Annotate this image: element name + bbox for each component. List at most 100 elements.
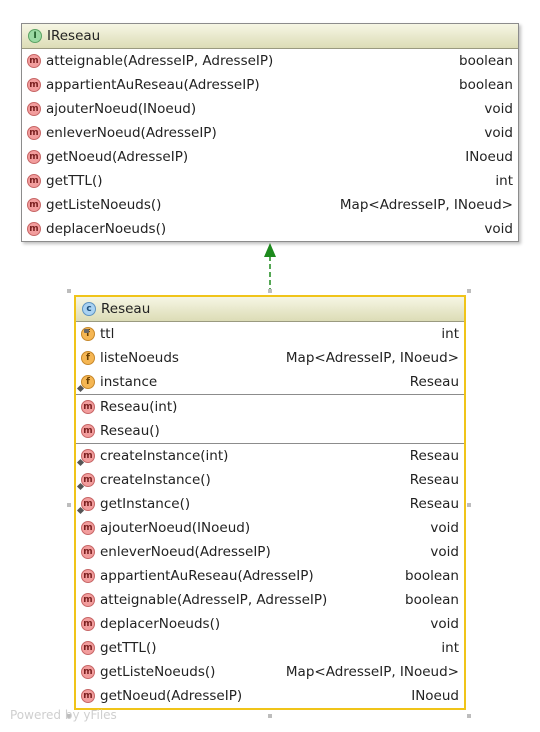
section-divider [76,443,464,444]
member-row[interactable]: m enleverNoeud(AdresseIP) void [22,121,518,145]
method-badge-icon: m [81,593,95,607]
member-row[interactable]: m appartientAuReseau(AdresseIP) boolean [22,73,518,97]
method-badge-icon: m [81,521,95,535]
member-type: Map<AdresseIP, INoeud> [285,664,459,680]
section-divider [76,394,464,395]
method-badge-icon: m [27,198,41,212]
member-name: getTTL() [100,640,157,656]
member-type: boolean [405,592,459,608]
member-row[interactable]: m deplacerNoeuds() void [22,217,518,241]
selection-handle[interactable] [467,289,471,293]
method-badge-icon: m [81,569,95,583]
member-name: enleverNoeud(AdresseIP) [100,544,271,560]
member-type: int [441,640,459,656]
member-row[interactable]: m atteignable(AdresseIP, AdresseIP) boolea… [76,588,464,612]
field-badge-icon: f [81,327,95,341]
selection-handle[interactable] [467,503,471,507]
field-badge-icon: f [81,351,95,365]
member-type: void [430,520,459,536]
member-type: INoeud [411,688,459,704]
member-row[interactable]: m enleverNoeud(AdresseIP) void [76,540,464,564]
member-row[interactable]: m Reseau(int) [76,395,464,419]
class-header[interactable]: c Reseau [76,297,464,322]
member-name: instance [100,374,158,390]
interface-ireseau[interactable]: I IReseau m atteignable(AdresseIP, Adress… [21,23,519,242]
member-type: boolean [405,568,459,584]
method-badge-icon: m [27,102,41,116]
member-type: void [484,221,513,237]
member-type: Reseau [409,448,459,464]
interface-header[interactable]: I IReseau [22,24,518,49]
member-type: boolean [459,53,513,69]
member-row[interactable]: m appartientAuReseau(AdresseIP) boolean [76,564,464,588]
member-type: void [430,544,459,560]
method-badge-icon: m [81,665,95,679]
member-type: int [495,173,513,189]
member-type: Reseau [409,496,459,512]
selection-handle[interactable] [467,714,471,718]
member-type: boolean [459,77,513,93]
member-row[interactable]: m getNoeud(AdresseIP) INoeud [76,684,464,708]
member-name: getTTL() [46,173,103,189]
member-name: appartientAuReseau(AdresseIP) [100,568,314,584]
member-name: getListeNoeuds() [46,197,162,213]
member-type: void [484,125,513,141]
member-type: void [430,616,459,632]
member-name: deplacerNoeuds() [100,616,221,632]
member-name: getNoeud(AdresseIP) [100,688,243,704]
method-badge-icon: m [27,222,41,236]
selection-handle[interactable] [67,289,71,293]
member-name: Reseau(int) [100,399,178,415]
watermark: Powered by yFiles [10,708,117,722]
member-name: deplacerNoeuds() [46,221,167,237]
member-type: void [484,101,513,117]
method-badge-icon: m [27,78,41,92]
member-name: enleverNoeud(AdresseIP) [46,125,217,141]
member-type: Reseau [409,374,459,390]
method-badge-icon: m [81,400,95,414]
member-name: appartientAuReseau(AdresseIP) [46,77,260,93]
member-row[interactable]: m deplacerNoeuds() void [76,612,464,636]
interface-members: m atteignable(AdresseIP, AdresseIP) boolea… [22,49,518,241]
selection-handle[interactable] [67,503,71,507]
method-badge-icon: m [81,617,95,631]
member-name: createInstance() [100,472,211,488]
member-row[interactable]: f instance Reseau [76,370,464,394]
member-name: atteignable(AdresseIP, AdresseIP) [100,592,328,608]
arrow-head-icon [264,243,276,257]
member-name: listeNoeuds [100,350,179,366]
member-name: getListeNoeuds() [100,664,216,680]
method-badge-icon: m [81,689,95,703]
selection-handle[interactable] [268,289,272,293]
interface-title: IReseau [47,28,101,44]
selection-handle[interactable] [268,714,272,718]
selection-handle[interactable] [67,714,71,718]
method-badge-icon: m [81,545,95,559]
member-row[interactable]: m getListeNoeuds() Map<AdresseIP, INoeud> [76,660,464,684]
member-name: ttl [100,326,115,342]
method-badge-icon: m [27,126,41,140]
interface-badge-icon: I [28,29,42,43]
member-name: atteignable(AdresseIP, AdresseIP) [46,53,274,69]
member-name: getNoeud(AdresseIP) [46,149,189,165]
field-badge-icon: f [81,375,95,389]
method-badge-icon: m [81,424,95,438]
